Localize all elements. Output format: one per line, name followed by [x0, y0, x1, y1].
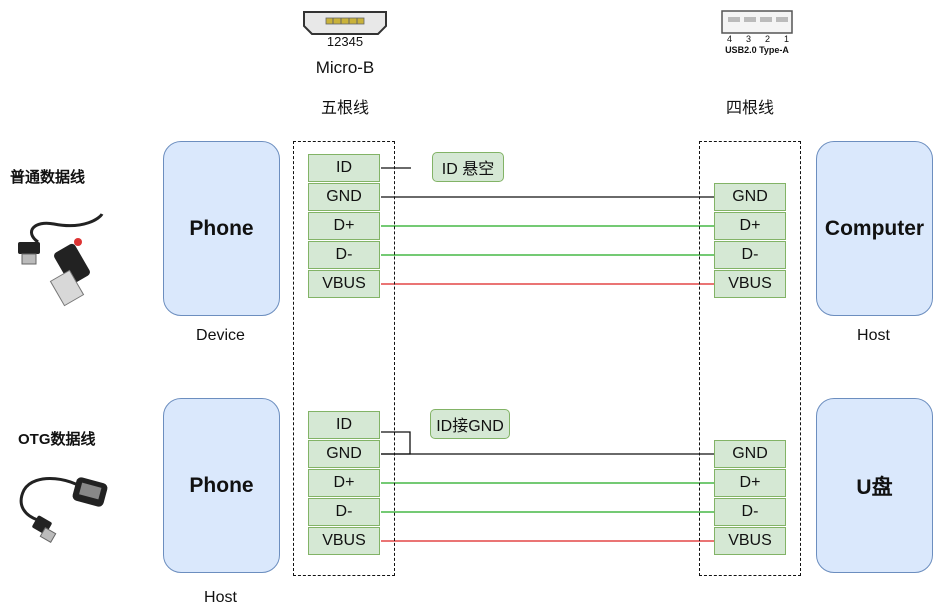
- id-note: ID 悬空: [432, 152, 504, 182]
- device-name: Phone: [189, 216, 254, 240]
- id-note: ID接GND: [430, 409, 510, 439]
- pin-dminus: D-: [714, 498, 786, 526]
- pin-id: ID: [308, 154, 380, 182]
- device-role-label: Host: [857, 327, 890, 344]
- pin-vbus: VBUS: [308, 527, 380, 555]
- device-role-label: Host: [204, 589, 237, 606]
- pin-id: ID: [308, 411, 380, 439]
- pin-vbus: VBUS: [714, 270, 786, 298]
- type-a-connector-outline: [699, 141, 801, 576]
- micro-b-connector-icon: [303, 11, 387, 35]
- cable-title: OTG数据线: [18, 431, 96, 448]
- pin-gnd: GND: [308, 183, 380, 211]
- micro-b-connector-outline: [293, 141, 395, 576]
- pin-gnd: GND: [714, 183, 786, 211]
- usb-type-a-connector-icon: [721, 10, 793, 34]
- type-a-pin-numbers: 4 3 2 1: [727, 34, 789, 44]
- otg-cable-icon: [19, 477, 108, 544]
- type-a-pin-number: 1: [783, 34, 789, 44]
- phone-device-box: Phone: [163, 398, 280, 573]
- pin-vbus: VBUS: [308, 270, 380, 298]
- micro-b-pin-numbers: 12345: [326, 34, 364, 49]
- pin-gnd: GND: [714, 440, 786, 468]
- pin-dminus: D-: [714, 241, 786, 269]
- type-a-label: USB2.0 Type-A: [725, 45, 789, 55]
- right-wire-count-label: 四根线: [725, 100, 774, 117]
- usb-cable-icon: [18, 213, 104, 307]
- phone-device-box: Phone: [163, 141, 280, 316]
- type-a-pin-number: 4: [727, 34, 733, 44]
- left-wire-count-label: 五根线: [320, 100, 369, 117]
- pin-gnd: GND: [308, 440, 380, 468]
- type-a-pin-number: 3: [745, 34, 751, 44]
- device-name: Phone: [189, 473, 254, 497]
- type-a-pin-number: 2: [764, 34, 770, 44]
- pin-dplus: D+: [714, 469, 786, 497]
- device-role-label: Device: [196, 327, 245, 344]
- pin-dplus: D+: [308, 212, 380, 240]
- pin-dplus: D+: [308, 469, 380, 497]
- pin-dplus: D+: [714, 212, 786, 240]
- pin-dminus: D-: [308, 241, 380, 269]
- computer-device-box: Computer: [816, 141, 933, 316]
- pin-dminus: D-: [308, 498, 380, 526]
- pin-vbus: VBUS: [714, 527, 786, 555]
- device-name: Computer: [824, 216, 925, 240]
- cable-title: 普通数据线: [10, 169, 86, 186]
- usb-drive-device-box: U盘: [816, 398, 933, 573]
- micro-b-label: Micro-B: [315, 58, 375, 77]
- device-name: U盘: [856, 475, 893, 499]
